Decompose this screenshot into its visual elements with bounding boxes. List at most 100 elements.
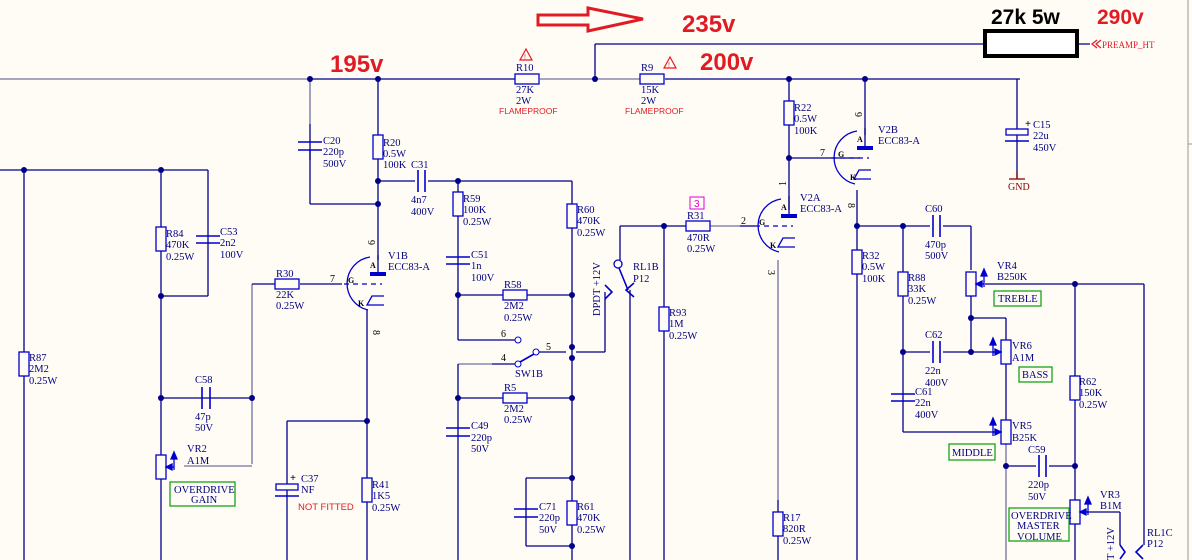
treble-label-box <box>993 290 1042 307</box>
middle-label: MIDDLE <box>952 448 993 459</box>
r93-value-label: 0.25W <box>669 331 697 342</box>
tube-v1b <box>344 255 386 311</box>
pin-labels: 6 7 8 A G K 1 2 3 A G K 6 7 8 A G K 6 4 … <box>330 112 865 364</box>
vr4-ref-label: VR4 <box>997 261 1018 272</box>
bass-label: BASS <box>1022 370 1048 381</box>
resistor-27k-5w-label: 27k 5w <box>991 6 1061 29</box>
vr5-value-label: B25K <box>1012 433 1038 444</box>
c61-value-label: 22n <box>915 398 932 409</box>
r58-ref-label: R58 <box>504 280 522 291</box>
pot-vr6 <box>1000 339 1012 365</box>
overdrive-gain-label-2: GAIN <box>191 495 218 506</box>
overdrive-gain-label-1: OVERDRIVE <box>174 485 235 496</box>
capacitor-c37-electrolytic <box>275 483 299 497</box>
relay-rl1c <box>1119 544 1144 560</box>
vr6-value-label: A1M <box>1012 353 1035 364</box>
c71-ref-label: C71 <box>539 502 557 513</box>
c31-ref-label: C31 <box>411 160 429 171</box>
rl1b-value-label: P12 <box>633 274 649 285</box>
resistor-r20 <box>372 134 384 160</box>
c62-value-label: 400V <box>925 378 949 389</box>
r22-value-label: 0.5W <box>794 114 817 125</box>
v2a-ref-label: V2A <box>800 193 821 204</box>
r32-value-label: 100K <box>862 274 886 285</box>
r84-value-label: 470K <box>166 240 190 251</box>
pin-label: A <box>781 203 787 212</box>
resistor-r61 <box>566 500 578 526</box>
r59-ref-label: R59 <box>463 194 481 205</box>
switch-sw1b <box>492 336 540 368</box>
c60-value-label: 470p <box>925 240 946 251</box>
pot-vr4 <box>965 271 977 297</box>
resistor-r93 <box>658 306 670 332</box>
overdrive-master-label-2: MASTER <box>1017 521 1060 532</box>
r59-value-label: 0.25W <box>463 217 491 228</box>
gnd-label: GND <box>1008 182 1030 193</box>
c53-value-label: 2n2 <box>220 238 236 249</box>
r61-value-label: 0.25W <box>577 525 605 536</box>
r30-value-label: 0.25W <box>276 301 304 312</box>
pin-label: A <box>857 135 863 144</box>
resistor-r17 <box>772 511 784 537</box>
v2b-value-label: ECC83-A <box>878 136 920 147</box>
c15-ref-label: C15 <box>1033 120 1051 131</box>
pin-label: 6 <box>501 329 506 340</box>
c31-value-label: 400V <box>411 207 435 218</box>
c20-ref-label: C20 <box>323 136 341 147</box>
r17-ref-label: R17 <box>783 513 801 524</box>
v2a-value-label: ECC83-A <box>800 204 842 215</box>
overdrive-master-label-1: OVERDRIVE <box>1011 511 1072 522</box>
resistor-r41 <box>361 477 373 503</box>
v2b-ref-label: V2B <box>878 125 898 136</box>
resistor-r9 <box>639 73 665 85</box>
dpdt-12v-label: DPDT +12V <box>592 262 603 316</box>
rl1c-ref-label: RL1C <box>1147 528 1173 539</box>
preamp-ht-port <box>1091 39 1102 49</box>
r93-value-label: 1M <box>669 319 684 330</box>
pin-label: G <box>759 218 765 227</box>
capacitor-c15-electrolytic <box>1005 128 1029 142</box>
c60-value-label: 500V <box>925 251 949 262</box>
r5-value-label: 0.25W <box>504 415 532 426</box>
c71-value-label: 50V <box>539 525 558 536</box>
r17-value-label: 0.25W <box>783 536 811 547</box>
r60-ref-label: R60 <box>577 205 595 216</box>
resistor-27k-5w-box <box>983 29 1079 58</box>
r88-value-label: 0.25W <box>908 296 936 307</box>
pin-label: 2 <box>741 216 746 227</box>
tube-v2a <box>755 196 797 253</box>
r5-ref-label: R5 <box>504 383 516 394</box>
r32-value-label: 0.5W <box>862 262 885 273</box>
c62-ref-label: C62 <box>925 330 943 341</box>
pot-vr5 <box>1000 419 1012 445</box>
resistor-r60 <box>566 203 578 229</box>
middle-label-box <box>948 443 996 461</box>
c61-value-label: 400V <box>915 410 939 421</box>
voltage-290v: 290v <box>1097 6 1144 29</box>
component-labels: R10 27K 2W R9 15K 2W C20 220p 500V R20 0… <box>29 63 1173 550</box>
capacitor-c71 <box>514 508 538 518</box>
flameproof-r10: FLAMEPROOF <box>499 106 558 116</box>
c61-ref-label: C61 <box>915 387 933 398</box>
r84-value-label: 0.25W <box>166 252 194 263</box>
c37-value-label: NF <box>301 485 315 496</box>
r62-ref-label: R62 <box>1079 377 1097 388</box>
pin-label: 8 <box>370 330 381 335</box>
overdrive-gain-label-box <box>169 481 236 507</box>
c59-value-label: 220p <box>1028 480 1049 491</box>
pot-wipers <box>164 267 1092 517</box>
c15-value-label: 450V <box>1033 143 1057 154</box>
c49-ref-label: C49 <box>471 421 489 432</box>
pin-label: 6 <box>367 240 378 245</box>
capacitor-c31 <box>417 170 426 192</box>
c58-value-label: 50V <box>195 423 214 434</box>
pin-label: G <box>348 276 354 285</box>
r31-value-label: 0.25W <box>687 244 715 255</box>
resistor-r58 <box>502 289 528 301</box>
treble-label: TREBLE <box>998 294 1038 305</box>
r84-ref-label: R84 <box>166 229 184 240</box>
r20-value-label: 100K <box>383 160 407 171</box>
c62-value-label: 22n <box>925 366 942 377</box>
c58-value-label: 47p <box>195 412 211 423</box>
